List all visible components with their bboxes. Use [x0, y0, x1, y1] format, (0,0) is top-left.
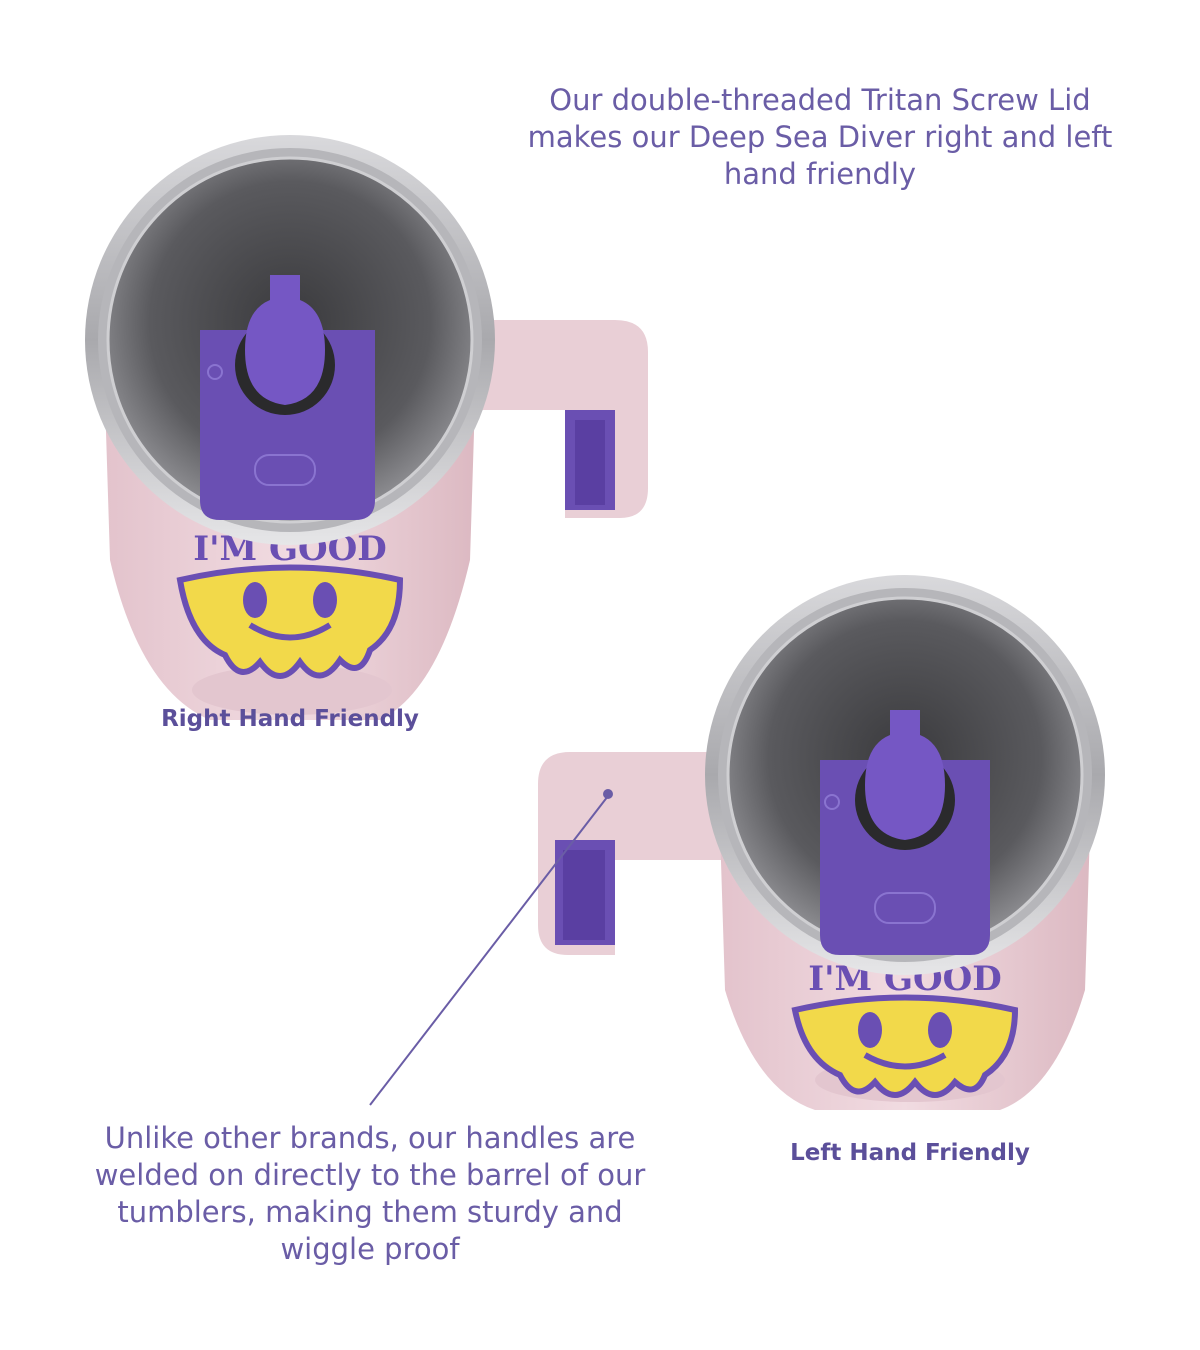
lid-slider-right — [200, 275, 375, 520]
smiley-print-right: I'M GOOD — [176, 529, 404, 679]
handle-right — [470, 320, 648, 518]
left-hand-label: Left Hand Friendly — [790, 1140, 1030, 1166]
lid-slider-left — [820, 710, 990, 955]
tumbler-left-hand: I'M GOOD — [538, 575, 1105, 1110]
callout-dot — [603, 789, 613, 799]
callout-line — [369, 789, 613, 1106]
handle-left — [538, 752, 730, 955]
lid-caption: Our double-threaded Tritan Screw Lid mak… — [527, 83, 1113, 191]
barrel-base-right — [192, 665, 392, 715]
handle-caption: Unlike other brands, our handles are wel… — [94, 1121, 646, 1266]
tumbler-right-hand: I'M GOOD — [85, 135, 648, 720]
right-hand-label: Right Hand Friendly — [161, 706, 419, 732]
